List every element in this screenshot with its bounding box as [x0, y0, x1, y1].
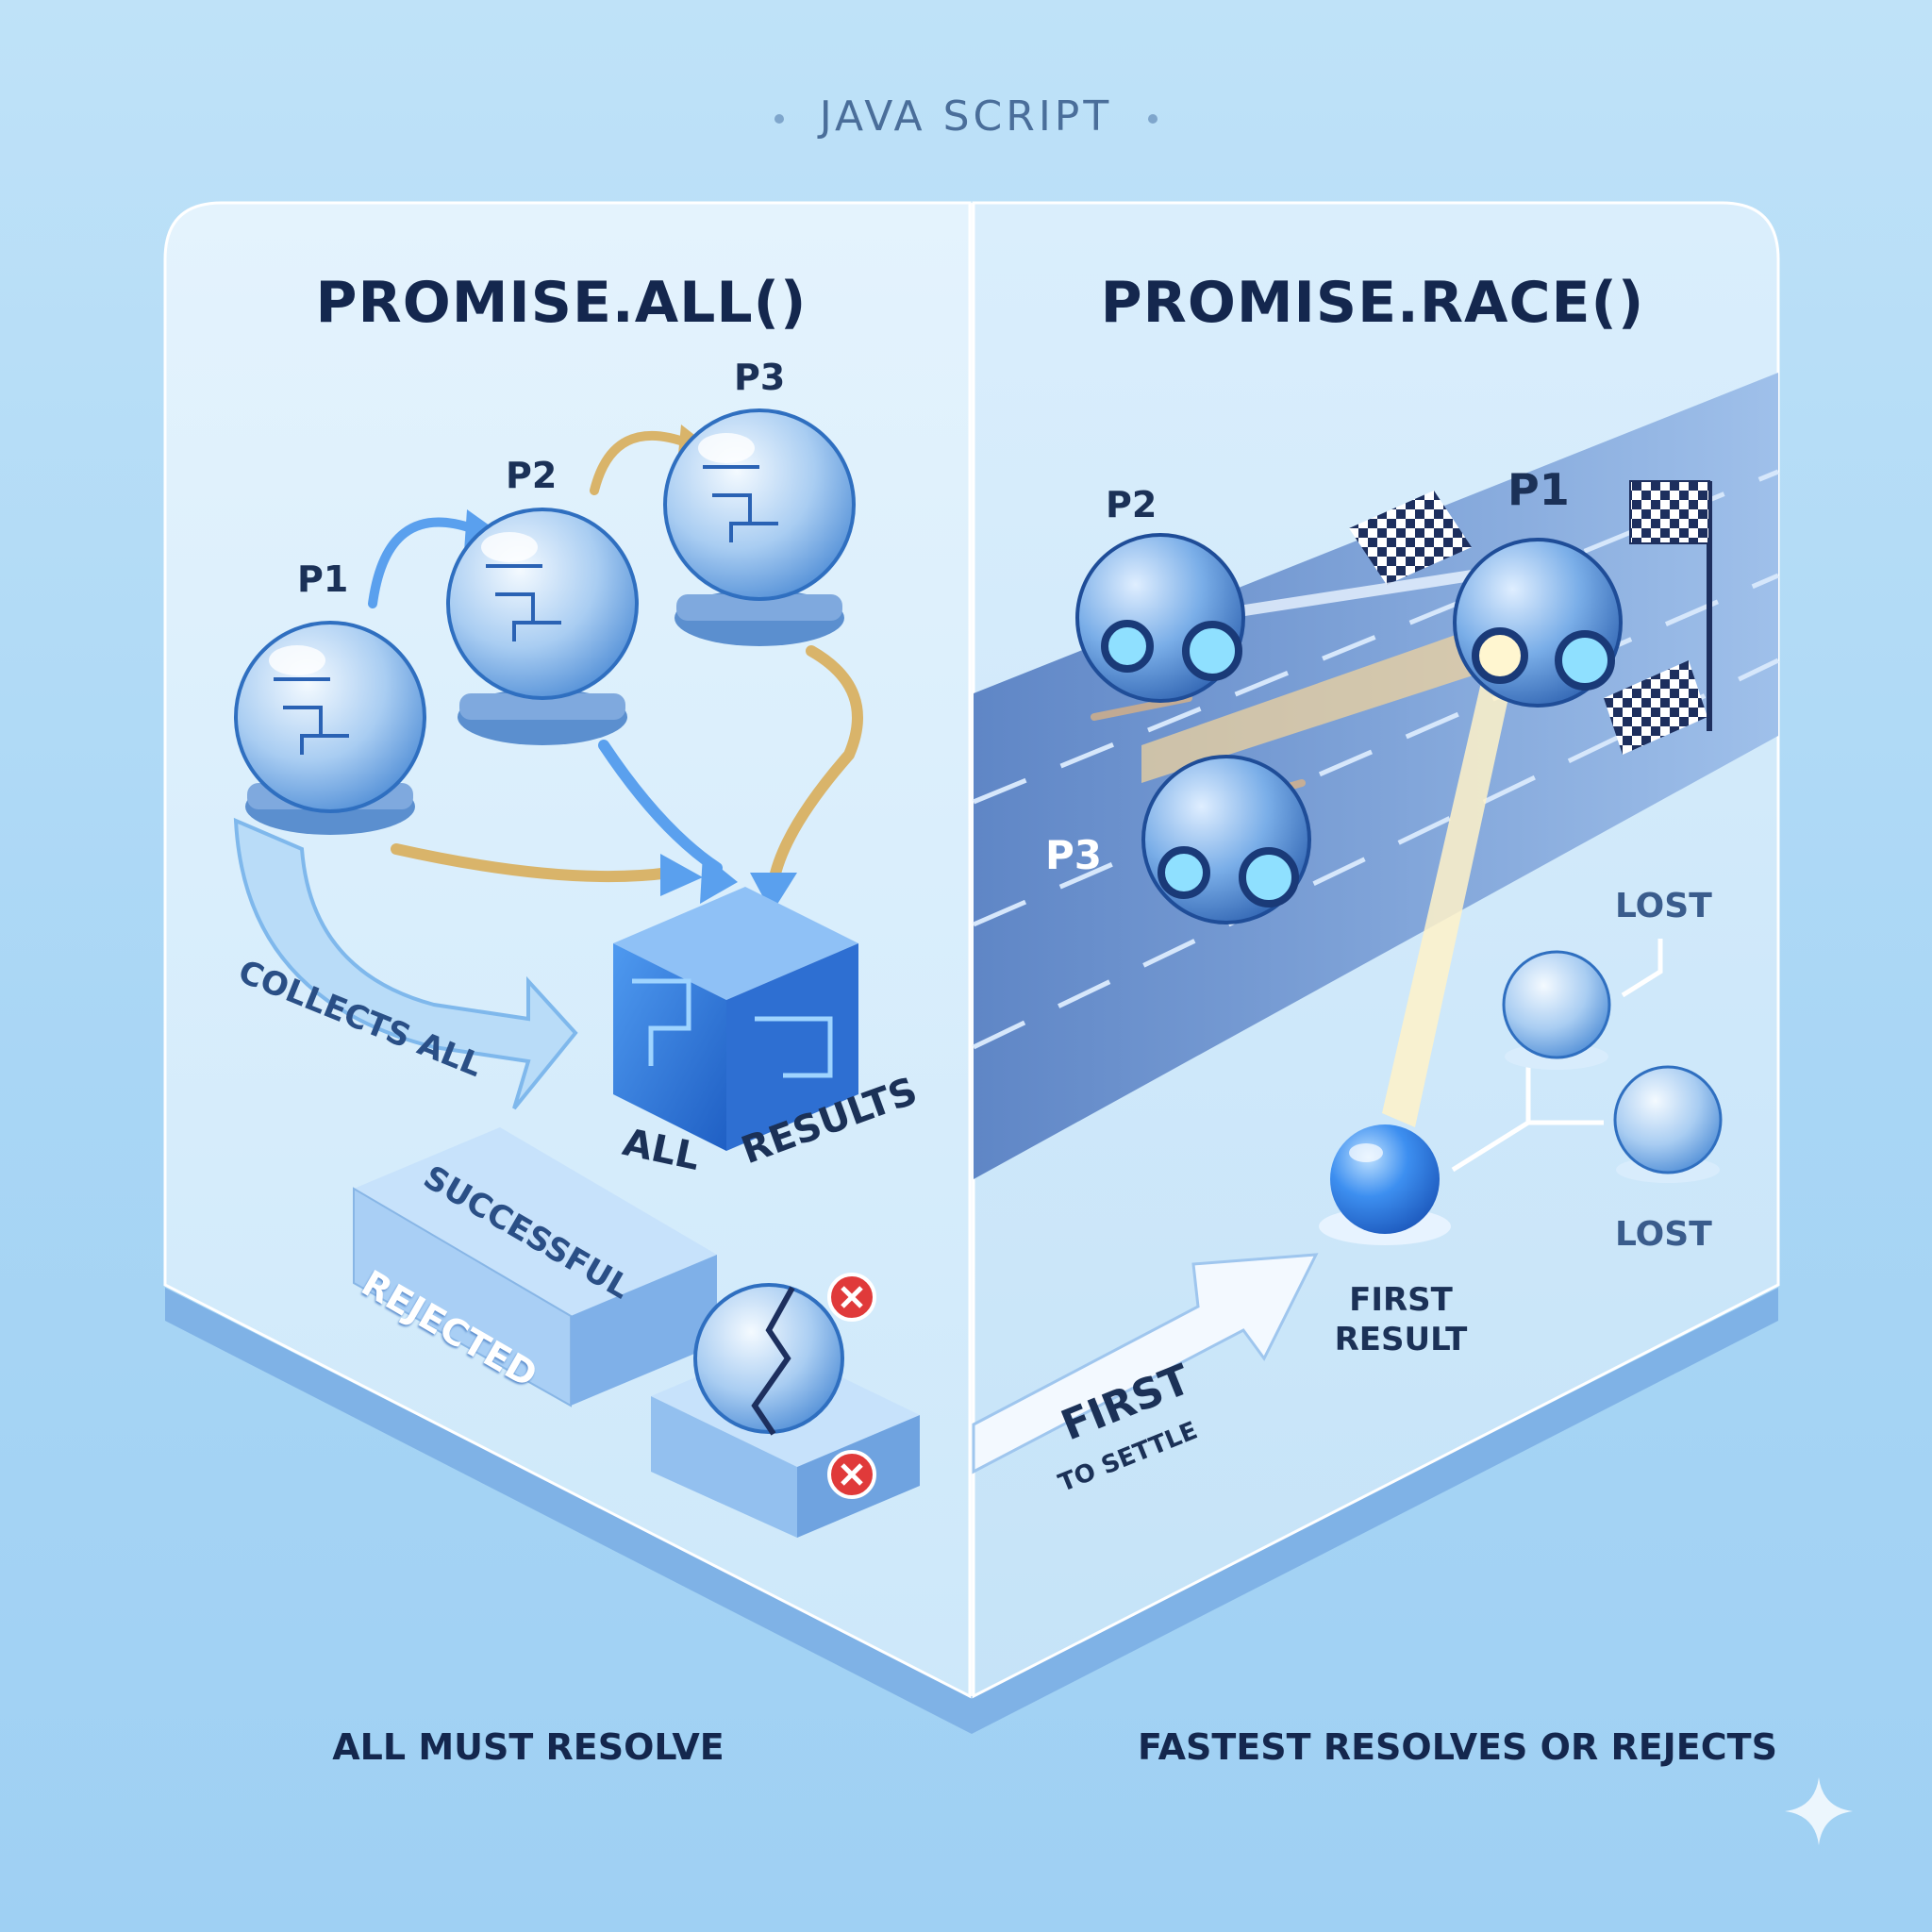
right-caption: FASTEST RESOLVES OR REJECTS — [1138, 1726, 1777, 1768]
first-result-orb — [1319, 1124, 1451, 1245]
sphere-p2 — [446, 508, 639, 745]
track-lanes — [972, 469, 1780, 1050]
first-result-label-line1: FIRST — [1349, 1281, 1453, 1319]
lost-orb-bottom — [1613, 1065, 1723, 1183]
light-beam — [1382, 608, 1521, 1127]
header-dot-right — [1148, 114, 1158, 124]
finish-line-bottom — [1604, 660, 1707, 755]
racer-label-p3: P3 — [1045, 832, 1103, 878]
header-dot-left — [774, 114, 784, 124]
lost-label-bottom: LOST — [1615, 1215, 1712, 1254]
first-to-settle-arrow — [972, 1253, 1319, 1474]
node-label-p1: P1 — [297, 558, 349, 600]
checkered-flag — [1629, 480, 1712, 731]
racer-p2 — [1075, 533, 1245, 703]
node-label-p2: P2 — [506, 455, 558, 496]
sphere-p1 — [234, 621, 426, 835]
sparkle-icon — [1785, 1777, 1853, 1845]
left-caption: ALL MUST RESOLVE — [332, 1726, 724, 1768]
header-title: JAVA SCRIPT — [819, 92, 1113, 141]
racer-p1 — [1453, 538, 1623, 708]
lost-orb-top — [1502, 950, 1611, 1070]
right-panel-title: PROMISE.RACE() — [1100, 270, 1645, 336]
racer-p3 — [1141, 755, 1311, 924]
lost-label-top: LOST — [1615, 887, 1712, 925]
racer-label-p2: P2 — [1106, 484, 1158, 525]
reject-icon-top — [827, 1273, 876, 1322]
results-cube — [613, 887, 858, 1151]
reject-icon-bottom — [827, 1450, 876, 1499]
broken-sphere — [693, 1283, 844, 1436]
node-label-p3: P3 — [734, 357, 786, 398]
header: JAVA SCRIPT — [0, 92, 1932, 141]
finish-line-top — [1349, 491, 1472, 585]
branch-lines — [1451, 939, 1663, 1173]
first-result-label-line2: RESULT — [1334, 1321, 1468, 1358]
sphere-p3 — [663, 408, 856, 646]
speed-beam — [1141, 623, 1491, 783]
left-panel-title: PROMISE.ALL() — [315, 270, 808, 336]
collects-all-arrow — [233, 817, 578, 1110]
racer-label-p1: P1 — [1507, 464, 1570, 515]
